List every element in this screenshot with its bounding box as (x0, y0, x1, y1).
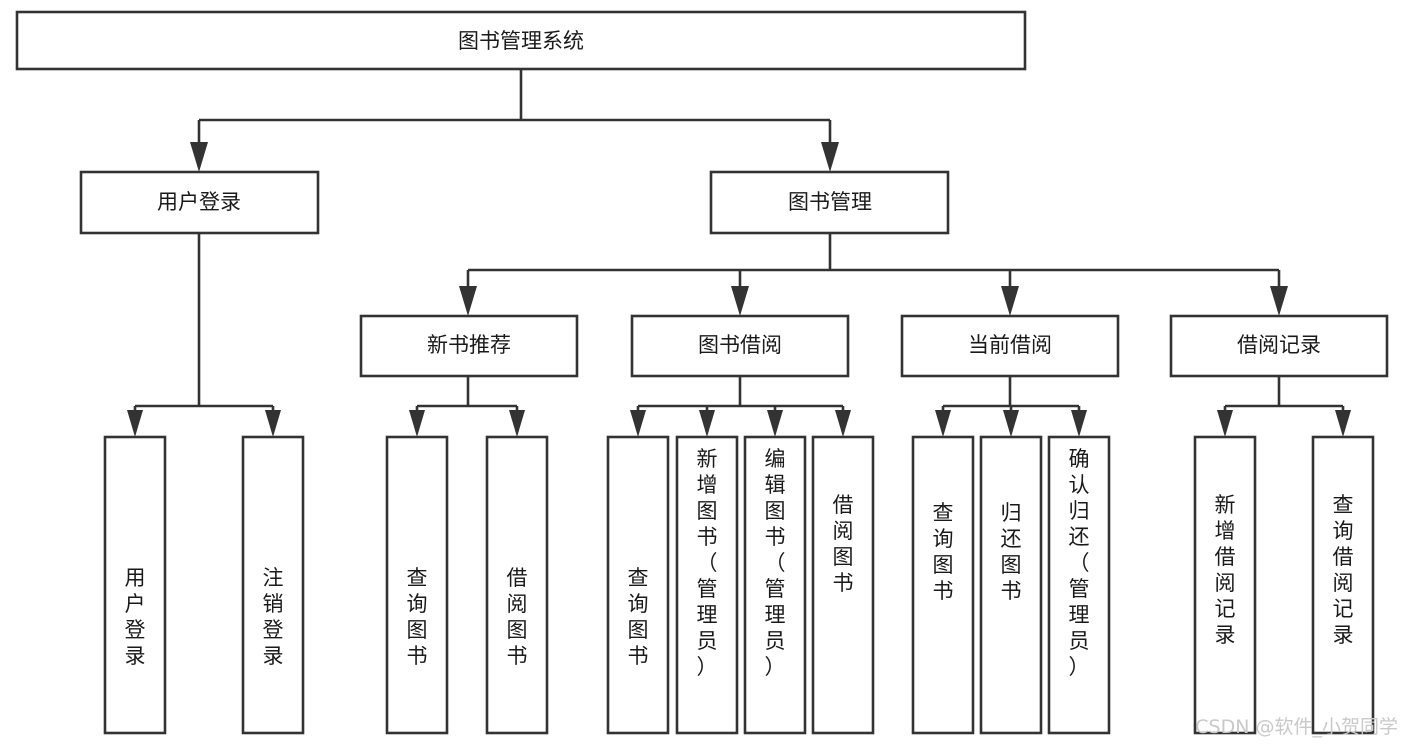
node-leaf-add-book-admin[interactable]: 新增图书（管理员） (675, 435, 739, 735)
node-leaf-query-book-current[interactable]: 查询图书 (911, 435, 975, 735)
arrow-head-leaf-add-book-admin (699, 410, 715, 437)
connector-layer (127, 69, 1351, 437)
node-root[interactable]: 图书管理系统 (15, 10, 1027, 71)
node-root-box[interactable] (15, 10, 1027, 71)
node-leaf-query-book-borrow-label: 查询图书 (628, 566, 649, 668)
node-leaf-borrow-book[interactable]: 借阅图书 (811, 435, 875, 735)
arrow-head-book-management (821, 142, 839, 172)
node-borrow-record[interactable]: 借阅记录 (1169, 314, 1389, 378)
node-leaf-query-borrow-record-label: 查询借阅记录 (1333, 493, 1354, 647)
leaf-layer: 用户登录 注销登录 查询图书 借阅图书 查询图书 新增图书（管理员） 编辑图书（… (103, 435, 1375, 735)
node-leaf-borrow-book-rec[interactable]: 借阅图书 (485, 435, 549, 735)
node-leaf-add-book-admin-box[interactable] (675, 435, 739, 735)
node-leaf-borrow-book-rec-label: 借阅图书 (507, 566, 528, 668)
node-leaf-add-borrow-record[interactable]: 新增借阅记录 (1193, 435, 1257, 735)
node-borrow-record-label: 借阅记录 (1237, 333, 1321, 357)
node-leaf-confirm-return-admin[interactable]: 确认归还（管理员） (1047, 435, 1111, 735)
node-leaf-edit-book-admin-label: 编辑图书（管理员） (765, 447, 786, 679)
node-leaf-confirm-return-admin-box[interactable] (1047, 435, 1111, 735)
node-user-login-label: 用户登录 (157, 190, 241, 214)
node-leaf-query-book-current-box[interactable] (911, 435, 975, 735)
node-leaf-return-book[interactable]: 归还图书 (979, 435, 1043, 735)
watermark-label: CSDN @软件_小贺同学 (1195, 716, 1398, 738)
arrow-head-leaf-edit-book-admin (767, 410, 783, 437)
node-current-borrow-box[interactable] (900, 314, 1120, 378)
node-current-borrow-label: 当前借阅 (968, 333, 1052, 357)
node-leaf-add-borrow-record-box[interactable] (1193, 435, 1257, 735)
arrow-head-leaf-borrow-book (835, 410, 851, 437)
node-book-management[interactable]: 图书管理 (709, 170, 950, 235)
node-leaf-borrow-book-rec-box[interactable] (485, 435, 549, 735)
node-leaf-add-borrow-record-label: 新增借阅记录 (1215, 493, 1236, 647)
arrow-head-leaf-return-book (1003, 410, 1019, 437)
node-leaf-query-book-borrow-box[interactable] (606, 435, 670, 735)
arrow-head-borrow-record (1270, 286, 1288, 316)
node-leaf-user-login-label: 用户登录 (125, 566, 146, 668)
node-leaf-return-book-box[interactable] (979, 435, 1043, 735)
node-leaf-logout-box[interactable] (241, 435, 305, 735)
arrow-head-book-borrow (731, 286, 749, 316)
arrow-head-user-login (190, 142, 208, 172)
node-current-borrow[interactable]: 当前借阅 (900, 314, 1120, 378)
node-leaf-user-login-box[interactable] (103, 435, 167, 735)
node-book-borrow-box[interactable] (630, 314, 850, 378)
arrow-head-leaf-query-book-rec (409, 410, 425, 437)
node-leaf-user-login[interactable]: 用户登录 (103, 435, 167, 735)
arrow-head-leaf-add-borrow-record (1217, 410, 1233, 437)
node-leaf-borrow-book-box[interactable] (811, 435, 875, 735)
node-leaf-query-book-rec-box[interactable] (385, 435, 449, 735)
node-leaf-query-book-borrow[interactable]: 查询图书 (606, 435, 670, 735)
node-leaf-edit-book-admin[interactable]: 编辑图书（管理员） (743, 435, 807, 735)
node-leaf-edit-book-admin-box[interactable] (743, 435, 807, 735)
node-leaf-borrow-book-label: 借阅图书 (833, 493, 854, 595)
node-book-borrow-label: 图书借阅 (698, 333, 782, 357)
node-leaf-logout[interactable]: 注销登录 (241, 435, 305, 735)
node-leaf-query-borrow-record[interactable]: 查询借阅记录 (1311, 435, 1375, 735)
node-user-login-box[interactable] (79, 170, 320, 235)
node-book-management-box[interactable] (709, 170, 950, 235)
arrow-head-new-book-recommend (459, 286, 477, 316)
node-leaf-logout-label: 注销登录 (263, 566, 284, 668)
node-leaf-query-borrow-record-box[interactable] (1311, 435, 1375, 735)
node-leaf-return-book-label: 归还图书 (1001, 501, 1022, 603)
node-new-book-recommend-label: 新书推荐 (427, 333, 511, 357)
arrow-head-leaf-query-book-borrow (630, 410, 646, 437)
arrow-head-current-borrow (1001, 286, 1019, 316)
node-leaf-query-book-rec[interactable]: 查询图书 (385, 435, 449, 735)
node-user-login[interactable]: 用户登录 (79, 170, 320, 235)
node-borrow-record-box[interactable] (1169, 314, 1389, 378)
arrow-head-leaf-query-book-current (935, 410, 951, 437)
arrow-head-leaf-query-borrow-record (1335, 410, 1351, 437)
arrow-head-leaf-borrow-book-rec (509, 410, 525, 437)
node-new-book-recommend[interactable]: 新书推荐 (359, 314, 579, 378)
node-leaf-query-book-current-label: 查询图书 (933, 501, 954, 603)
arrow-head-leaf-confirm-return-admin (1071, 410, 1087, 437)
node-leaf-confirm-return-admin-label: 确认归还（管理员） (1069, 447, 1090, 679)
node-leaf-add-book-admin-label: 新增图书（管理员） (697, 447, 718, 679)
node-root-label: 图书管理系统 (458, 29, 584, 53)
node-book-management-label: 图书管理 (788, 190, 872, 214)
node-new-book-recommend-box[interactable] (359, 314, 579, 378)
node-book-borrow[interactable]: 图书借阅 (630, 314, 850, 378)
arrow-head-leaf-user-login (127, 410, 143, 437)
arrow-head-leaf-logout (265, 410, 281, 437)
node-leaf-query-book-rec-label: 查询图书 (407, 566, 428, 668)
